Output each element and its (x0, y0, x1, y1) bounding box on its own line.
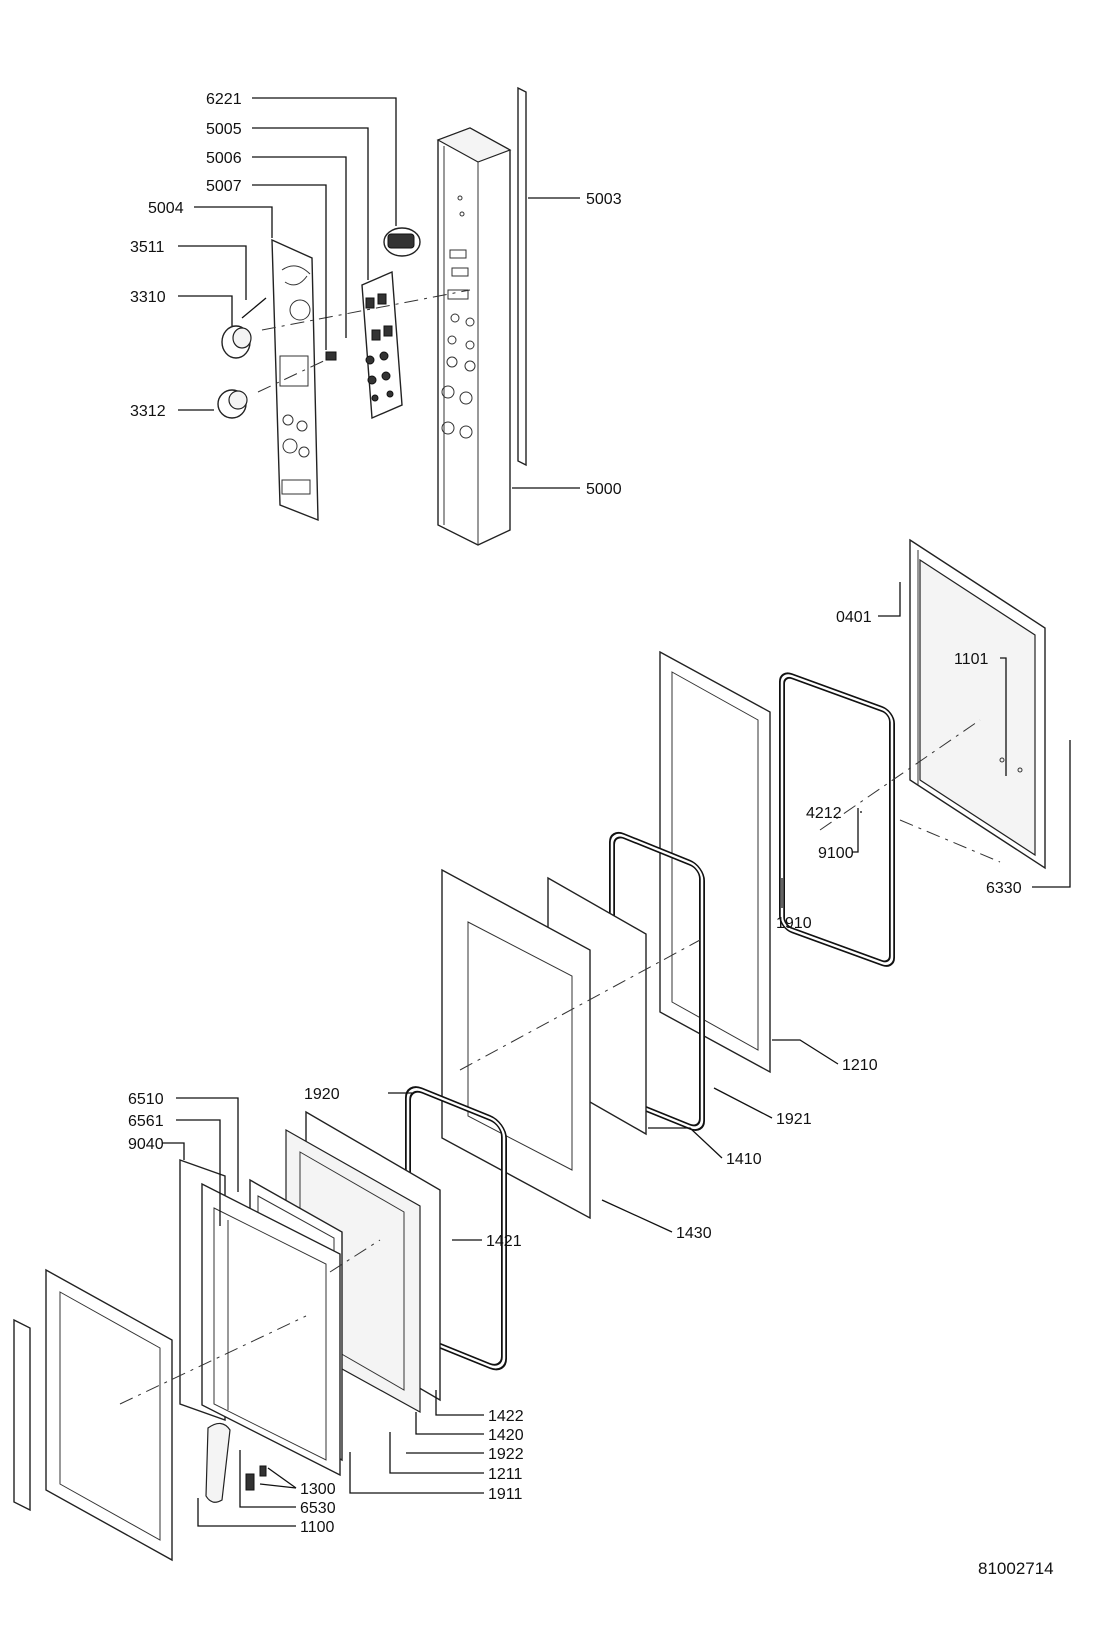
callout-6561: 6561 (128, 1113, 164, 1130)
callout-1211: 1211 (488, 1466, 523, 1483)
callout-labels: 6221 5005 5006 5007 5004 3511 3310 3312 … (128, 91, 1022, 1536)
callout-1100: 1100 (300, 1519, 335, 1536)
door-panel-1430 (441, 868, 591, 1220)
door-frame-0401 (909, 538, 1046, 870)
callout-1410: 1410 (726, 1151, 762, 1168)
knob-3312 (217, 389, 248, 419)
callout-1430: 1430 (676, 1225, 712, 1242)
door-outer-frame-1100 (179, 1159, 341, 1477)
callout-1422: 1422 (488, 1408, 524, 1425)
callout-5000: 5000 (586, 481, 622, 498)
callout-0401: 0401 (836, 609, 872, 626)
callout-5005: 5005 (206, 121, 242, 138)
callout-3310: 3310 (130, 289, 166, 306)
callout-9100: 9100 (818, 845, 854, 862)
callout-5006: 5006 (206, 150, 242, 167)
trim-strip-5003 (517, 86, 527, 467)
callout-1420: 1420 (488, 1427, 524, 1444)
callout-6221: 6221 (206, 91, 242, 108)
callout-1921: 1921 (776, 1111, 812, 1128)
callout-1421: 1421 (486, 1233, 522, 1250)
knob-3310 (221, 325, 252, 359)
callout-1920: 1920 (304, 1086, 340, 1103)
callout-1210: 1210 (842, 1057, 878, 1074)
gasket-1910 (779, 672, 895, 967)
callout-4212: 4212 (806, 805, 842, 822)
glass-panel-1210 (659, 650, 771, 1074)
handle-6530 (205, 1422, 231, 1503)
callout-leaders-top (178, 97, 580, 489)
callout-5003: 5003 (586, 191, 622, 208)
callout-3511: 3511 (130, 239, 165, 256)
callout-5007: 5007 (206, 178, 242, 195)
callout-leaders-bottom (162, 582, 1071, 1527)
callout-5004: 5004 (148, 200, 184, 217)
control-column-5000 (436, 127, 512, 546)
callout-1910: 1910 (776, 915, 812, 932)
callout-1101: 1101 (954, 651, 989, 668)
front-panel-5004 (271, 238, 319, 522)
switch-5007 (325, 351, 337, 361)
circuit-board-5005 (361, 270, 403, 420)
fan-motor-6221 (383, 227, 421, 257)
callout-3312: 3312 (130, 403, 166, 420)
side-strip (13, 1318, 31, 1512)
hinge-1300 (245, 1465, 267, 1491)
shaft-3511 (241, 297, 267, 319)
callout-9040: 9040 (128, 1136, 164, 1153)
callout-6510: 6510 (128, 1091, 164, 1108)
callout-1911: 1911 (488, 1486, 523, 1503)
callout-1300: 1300 (300, 1481, 336, 1498)
callout-6330: 6330 (986, 880, 1022, 897)
inner-door-panel (45, 1268, 173, 1562)
callout-6530: 6530 (300, 1500, 336, 1517)
drawing-number: 81002714 (978, 1559, 1054, 1578)
callout-1922: 1922 (488, 1446, 524, 1463)
